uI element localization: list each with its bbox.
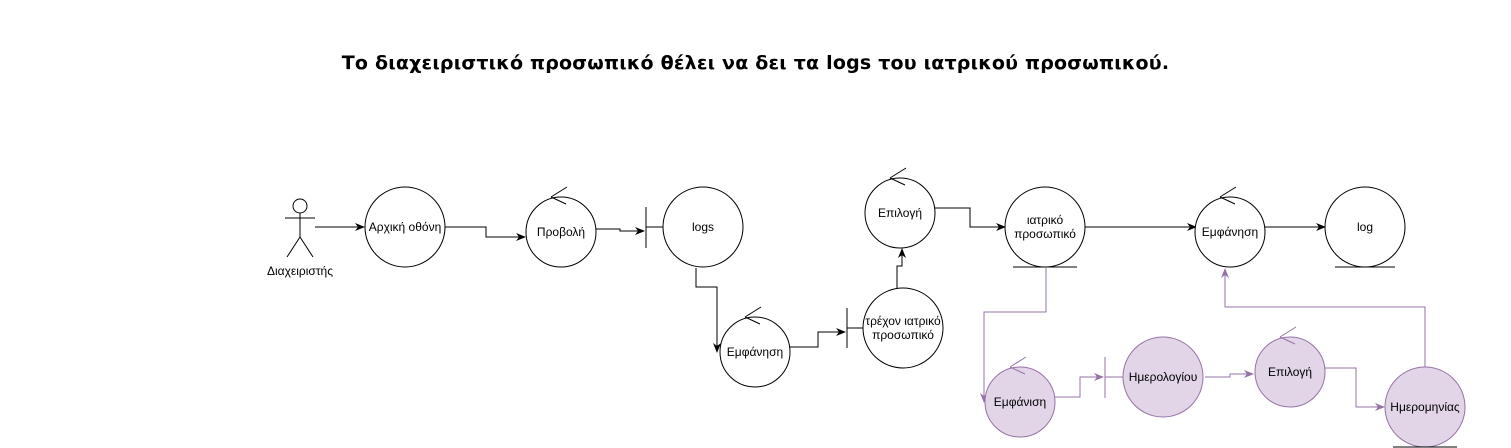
edge-logs-to-emfanisi1 [695,268,721,353]
node-emfanisi-3: Εμφάνιση [984,356,1056,438]
node-imerominias: Ημερομηνίας [1384,366,1466,448]
edge-trexon-to-epilogi1 [896,248,906,288]
node-iatriko-label-line1: ιατρικό [1027,213,1064,227]
actor-head [292,198,308,214]
edge-epilogi2-to-imerominias [1325,367,1385,411]
actor-administrator [285,198,315,258]
node-imerologiou-label: Ημερολογίου [1129,370,1198,384]
node-iatriko-prosopiko: ιατρικό προσωπικό [1004,186,1086,268]
node-log: log [1324,186,1406,268]
node-arxiki-othoni-label: Αρχική οθόνη [369,220,442,234]
node-epilogi-2: Επιλογή [1254,326,1326,408]
node-trexon-label-line1: τρέχον ιατρικό [865,314,941,328]
node-provoli-label: Προβολή [537,225,585,239]
diagram-title: Το διαχειριστικό προσωπικό θέλει να δει … [341,52,1170,74]
edge-imerologiou-to-epilogi2 [1205,370,1254,378]
edge-imerominias-to-emfanisi2 [1221,268,1426,368]
node-epilogi-1-label: Επιλογή [878,206,922,220]
node-emfanisi-1: Εμφάνηση [719,306,791,388]
node-epilogi-2-label: Επιλογή [1268,365,1312,379]
edge-provoli-to-logs [595,227,645,235]
node-arxiki-othoni: Αρχική οθόνη [364,186,446,268]
edge-iatriko-to-emfanisi3 [980,268,1047,403]
node-trexon-iatriko: τρέχον ιατρικό προσωπικό [846,287,944,369]
node-epilogi-1: Επιλογή [864,167,936,249]
node-emfanisi-2-label: Εμφάνηση [1202,225,1258,239]
node-log-label: log [1357,220,1373,234]
actor-label: Διαχειριστής [267,264,333,278]
node-logs-label: logs [692,220,714,234]
node-imerologiou: Ημερολογίου [1104,336,1204,418]
edge-arxiki-to-provoli [445,226,526,241]
edge-epilogi1-to-iatriko [935,207,1006,231]
node-provoli: Προβολή [525,186,597,268]
node-emfanisi-3-label: Εμφάνιση [994,395,1046,409]
node-emfanisi-2: Εμφάνηση [1194,186,1266,268]
node-logs: logs [645,186,744,268]
node-imerominias-label: Ημερομηνίας [1390,400,1460,414]
node-trexon-label-line2: προσωπικό [872,328,934,342]
node-iatriko-label-line2: προσωπικό [1014,227,1076,241]
edge-emfanisi1-to-trexon [790,328,846,348]
node-emfanisi-1-label: Εμφάνηση [727,345,783,359]
edge-emfanisi3-to-imerologiou [1055,373,1104,398]
